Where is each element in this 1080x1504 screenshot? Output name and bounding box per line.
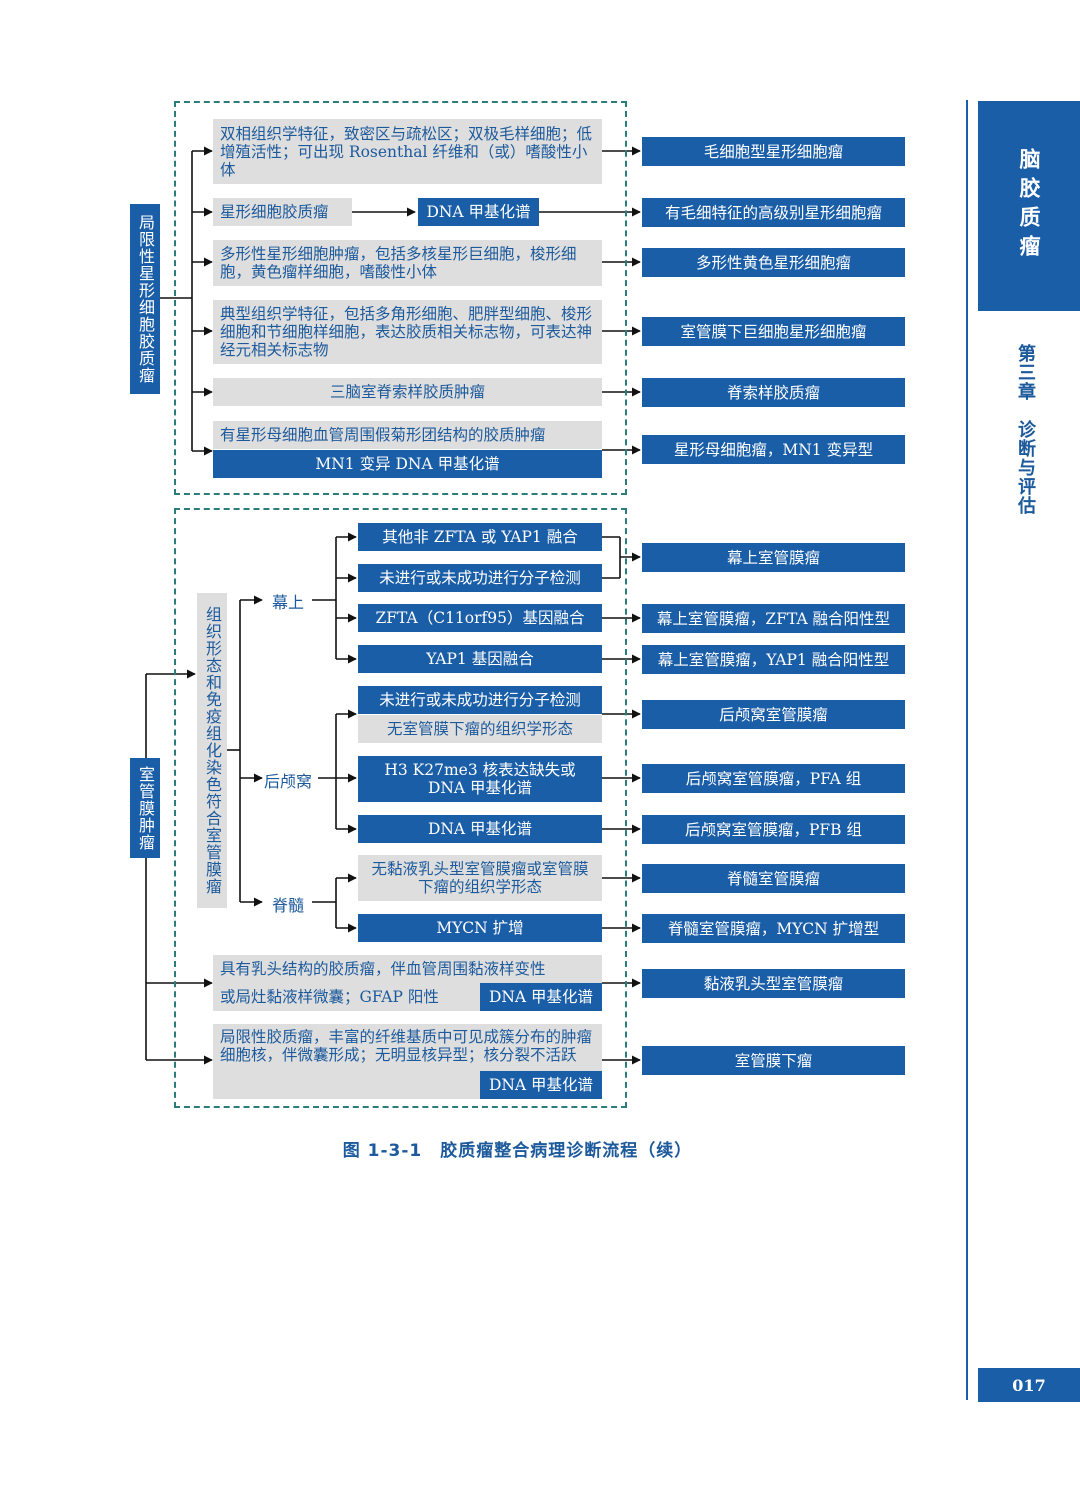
location-spinal: 脊髓 — [272, 896, 305, 915]
criteria-non-zfta-yap1: 其他非 ZFTA 或 YAP1 融合 — [358, 523, 602, 551]
criteria-zfta-fusion: ZFTA（C11orf95）基因融合 — [358, 604, 602, 632]
result-pf-ependymoma-pfb: 后颅窝室管膜瘤，PFB 组 — [642, 815, 905, 844]
criteria-dna-methylation-se: DNA 甲基化谱 — [480, 1071, 602, 1099]
location-posterior-fossa: 后颅窝 — [264, 772, 313, 791]
group-frame-astrocytic — [174, 101, 627, 495]
result-hgap: 有毛细特征的高级别星形细胞瘤 — [642, 198, 905, 227]
result-astroblastoma: 星形母细胞瘤，MN1 变异型 — [642, 435, 905, 464]
criteria-yap1-fusion: YAP1 基因融合 — [358, 645, 602, 673]
criteria-astroblastic-pseudorosettes: 有星形母细胞血管周围假菊形团结构的胶质肿瘤 — [213, 421, 602, 449]
root-ependymal-tumors: 室管膜肿瘤 — [130, 758, 160, 858]
criteria-pleomorphic: 多形性星形细胞肿瘤，包括多核星形巨细胞，梭形细胞，黄色瘤样细胞，嗜酸性小体 — [213, 240, 602, 286]
criteria-no-molecular-test-supra: 未进行或未成功进行分子检测 — [358, 564, 602, 592]
root-circumscribed-astrocytic-glioma: 局限性星形细胞胶质瘤 — [130, 204, 160, 394]
result-spinal-ependymoma: 脊髓室管膜瘤 — [642, 864, 905, 893]
result-pf-ependymoma: 后颅窝室管膜瘤 — [642, 700, 905, 729]
location-supratentorial: 幕上 — [272, 593, 305, 612]
criteria-no-mpe-or-se-morphology: 无黏液乳头型室管膜瘤或室管膜下瘤的组织学形态 — [358, 855, 602, 901]
criteria-biphasic-histology: 双相组织学特征，致密区与疏松区；双极毛样细胞；低增殖活性；可出现 Rosenth… — [213, 119, 602, 184]
result-subependymoma: 室管膜下瘤 — [642, 1046, 905, 1075]
criteria-astrocytic-glioma: 星形细胞胶质瘤 — [213, 198, 352, 226]
criteria-dna-methylation: DNA 甲基化谱 — [418, 198, 539, 226]
criteria-chordoid-third-ventricle: 三脑室脊索样胶质肿瘤 — [213, 378, 602, 406]
result-st-ependymoma: 幕上室管膜瘤 — [642, 543, 905, 572]
criteria-microcysts-gfap: 或局灶黏液样微囊；GFAP 阳性 — [213, 983, 480, 1011]
result-spinal-ependymoma-mycn: 脊髓室管膜瘤，MYCN 扩增型 — [642, 914, 905, 943]
group-frame-ependymal — [174, 508, 627, 1108]
page-number: 017 — [978, 1368, 1080, 1402]
criteria-polygonal-cells: 典型组织学特征，包括多角形细胞、肥胖型细胞、梭形细胞和节细胞样细胞，表达胶质相关… — [213, 300, 602, 364]
result-st-ependymoma-yap1: 幕上室管膜瘤，YAP1 融合阳性型 — [642, 645, 905, 674]
result-chordoid-glioma: 脊索样胶质瘤 — [642, 378, 905, 407]
side-section-tab: 脑胶质瘤 — [978, 101, 1080, 311]
result-st-ependymoma-zfta: 幕上室管膜瘤，ZFTA 融合阳性型 — [642, 604, 905, 633]
criteria-dna-methylation-mpe: DNA 甲基化谱 — [480, 983, 602, 1011]
result-sega: 室管膜下巨细胞星形细胞瘤 — [642, 317, 905, 346]
criteria-h3k27me3-loss: H3 K27me3 核表达缺失或 DNA 甲基化谱 — [358, 756, 602, 802]
result-pf-ependymoma-pfa: 后颅窝室管膜瘤，PFA 组 — [642, 764, 905, 793]
criteria-no-molecular-test-pf: 未进行或未成功进行分子检测 — [358, 686, 602, 714]
criteria-no-subependymoma-pf: 无室管膜下瘤的组织学形态 — [358, 715, 602, 743]
result-myxopapillary-ependymoma: 黏液乳头型室管膜瘤 — [642, 969, 905, 998]
criteria-ependymoma-morphology: 组织形态和免疫组化染色符合室管膜瘤 — [197, 593, 227, 908]
criteria-papillary-glioma: 具有乳头结构的胶质瘤，伴血管周围黏液样变性 — [213, 955, 602, 983]
criteria-mycn-amplification: MYCN 扩增 — [358, 914, 602, 942]
side-chapter-title: 第三章 诊断与评估 — [1015, 344, 1036, 515]
result-pxa: 多形性黄色星形细胞瘤 — [642, 248, 905, 277]
side-rule — [966, 100, 968, 1400]
figure-caption: 图 1-3-1 胶质瘤整合病理诊断流程（续） — [342, 1141, 693, 1161]
result-pilocytic-astrocytoma: 毛细胞型星形细胞瘤 — [642, 137, 905, 166]
criteria-mn1-methylation: MN1 变异 DNA 甲基化谱 — [213, 450, 602, 478]
criteria-dna-methylation-pfb: DNA 甲基化谱 — [358, 815, 602, 843]
